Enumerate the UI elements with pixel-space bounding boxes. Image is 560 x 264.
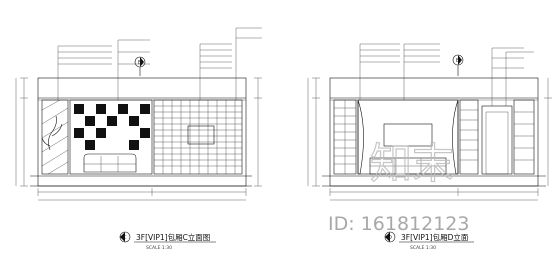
- right-elevation-title: 3F[VIP1]包厢D立面: [401, 232, 469, 242]
- marker-top-right-label: B: [456, 58, 460, 64]
- right-elevation-scale: SCALE 1:30: [410, 245, 436, 251]
- left-elevation: B C 3F[VIP1]包厢C立面图 SCALE 1:30: [15, 27, 262, 251]
- left-elevation-scale: SCALE 1:30: [146, 245, 172, 251]
- right-elevation: B D 3F[VIP1]包厢D立面 SCALE 1:30: [307, 43, 552, 251]
- watermark-id: ID: 161812123: [328, 213, 469, 235]
- marker-bottom-left-label: C: [123, 235, 127, 241]
- marker-top-left-label: B: [138, 60, 142, 66]
- left-elevation-title: 3F[VIP1]包厢C立面图: [136, 232, 210, 242]
- watermark-brand: 知末: [370, 139, 454, 188]
- marker-bottom-right-label: D: [388, 235, 392, 241]
- watermark: 知末 ID: 161812123: [328, 138, 469, 235]
